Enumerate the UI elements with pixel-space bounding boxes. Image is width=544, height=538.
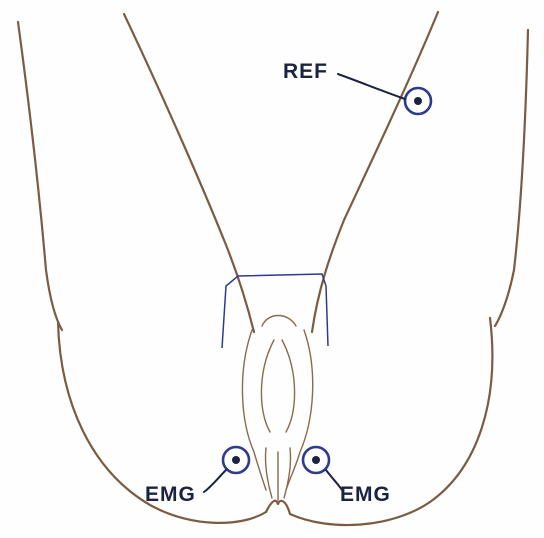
ref-label: REF — [283, 61, 328, 82]
pubic-region-box — [222, 274, 328, 348]
ref-lead-line — [338, 74, 405, 99]
right-buttock-contour — [290, 318, 492, 525]
right-thigh-inner-contour — [312, 12, 438, 332]
emg-left-lead-line — [204, 470, 226, 492]
labia-minora-right — [282, 340, 295, 432]
ref-electrode-icon — [405, 88, 431, 114]
left-thigh-outer-contour — [18, 22, 62, 330]
labia-minora-left — [261, 340, 274, 432]
clitoral-hood — [262, 316, 296, 327]
perineum-line-right — [284, 448, 291, 498]
gluteal-cleft — [266, 501, 290, 514]
right-thigh-outer-contour — [495, 30, 528, 326]
emg-right-label: EMG — [340, 484, 391, 505]
left-thigh-inner-contour — [124, 14, 254, 332]
emg-right-electrode-icon — [303, 447, 329, 473]
emg-left-electrode-icon — [223, 447, 249, 473]
emg-left-label: EMG — [145, 484, 196, 505]
